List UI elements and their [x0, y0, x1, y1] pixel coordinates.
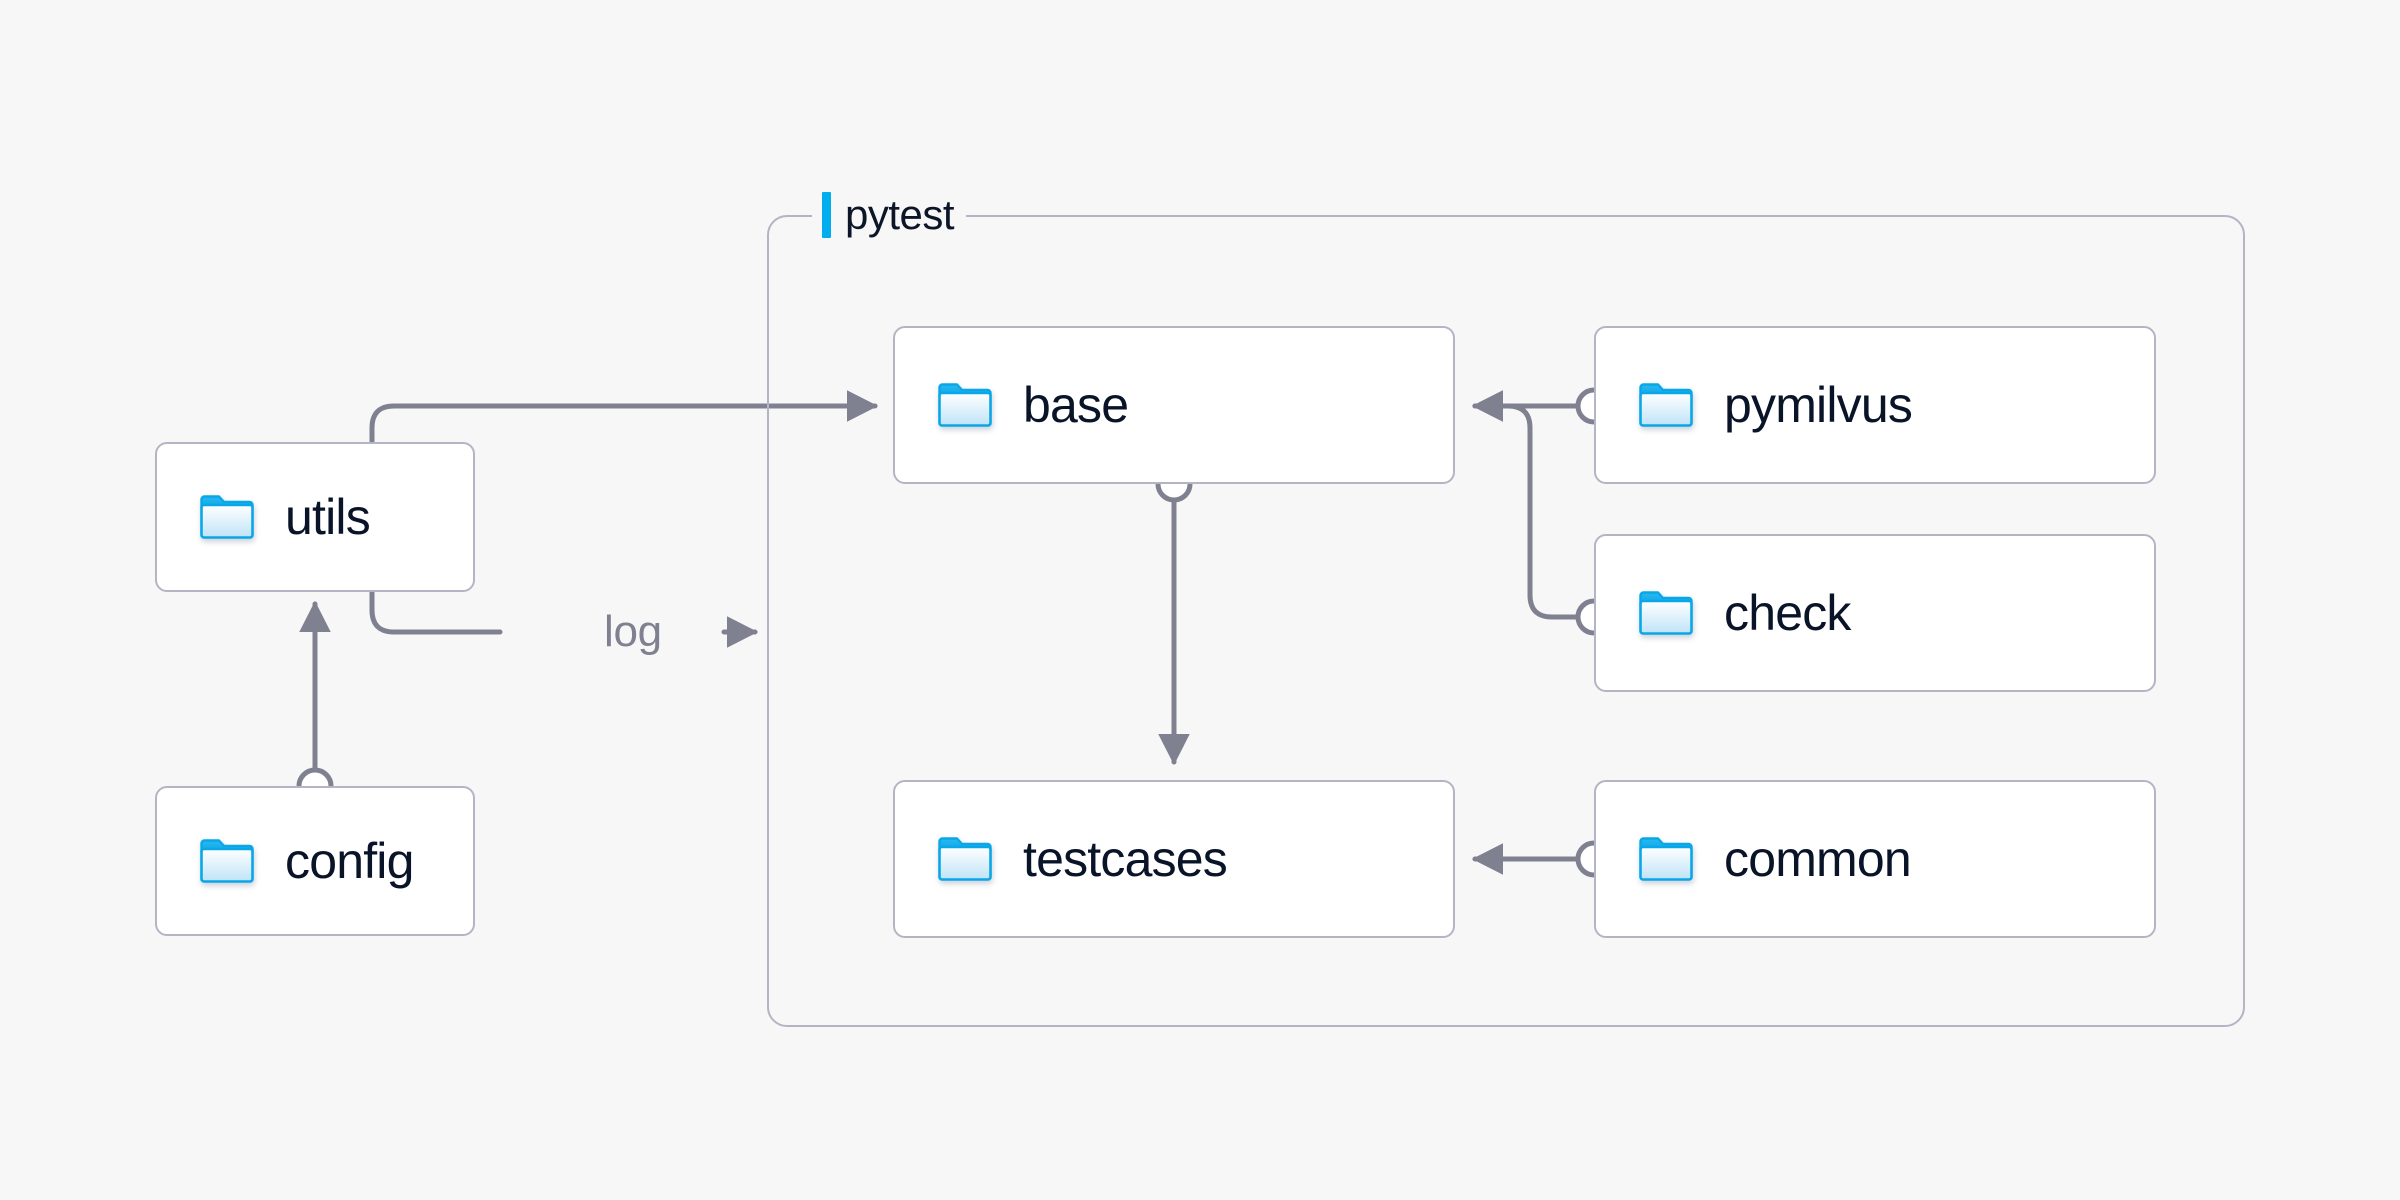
node-label: pymilvus	[1724, 377, 1913, 433]
node-pymilvus[interactable]: pymilvus	[1594, 326, 2156, 484]
accent-bar-icon	[822, 192, 831, 238]
node-base[interactable]: base	[893, 326, 1455, 484]
node-label: check	[1724, 585, 1851, 641]
group-pytest[interactable]	[767, 215, 2245, 1027]
group-pytest-label: pytest	[812, 191, 967, 238]
node-label: common	[1724, 831, 1912, 887]
folder-icon	[1638, 382, 1694, 428]
folder-icon	[1638, 836, 1694, 882]
node-utils[interactable]: utils	[155, 442, 475, 592]
node-common[interactable]: common	[1594, 780, 2156, 938]
node-testcases[interactable]: testcases	[893, 780, 1455, 938]
node-label: testcases	[1023, 831, 1228, 887]
folder-icon	[199, 838, 255, 884]
node-check[interactable]: check	[1594, 534, 2156, 692]
folder-icon	[937, 382, 993, 428]
node-label: utils	[285, 489, 371, 545]
node-label: base	[1023, 377, 1129, 433]
edge-label-log: log	[604, 607, 662, 656]
folder-icon	[937, 836, 993, 882]
folder-icon	[1638, 590, 1694, 636]
group-label-text: pytest	[845, 191, 955, 238]
folder-icon	[199, 494, 255, 540]
node-config[interactable]: config	[155, 786, 475, 936]
node-label: config	[285, 833, 414, 889]
